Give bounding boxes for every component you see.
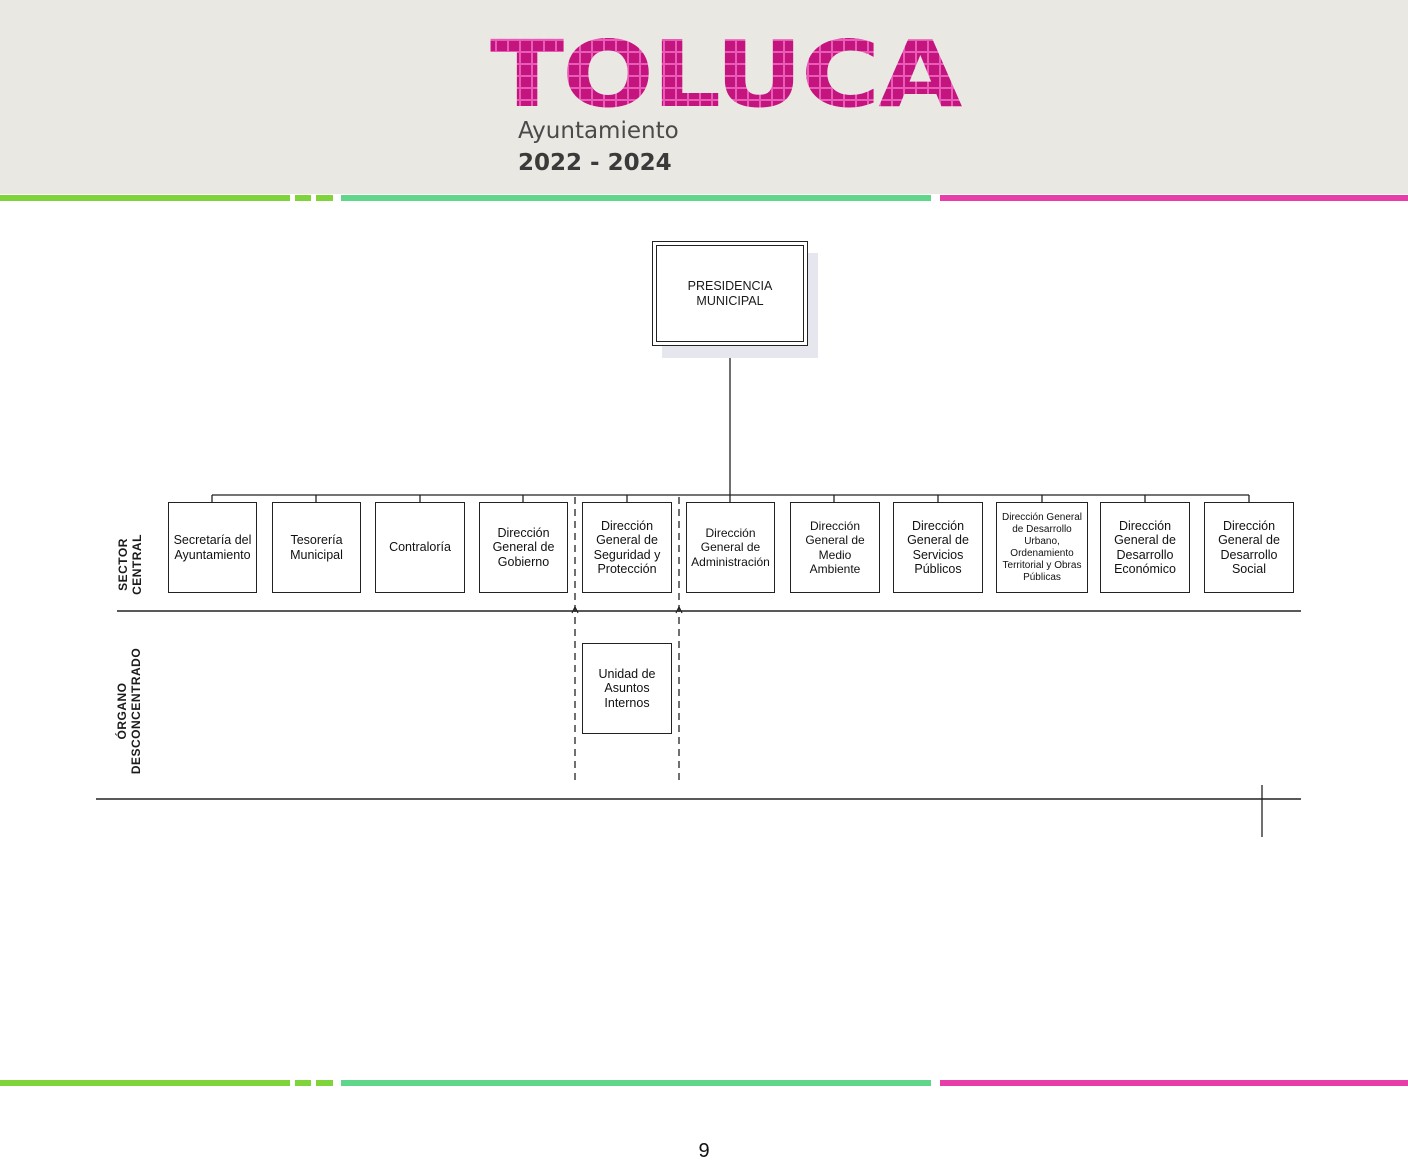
unit-box: Tesorería Municipal xyxy=(272,502,361,593)
unidad-asuntos-internos-box: Unidad de Asuntos Internos xyxy=(582,643,672,734)
header-period: 2022 - 2024 xyxy=(518,150,672,176)
top-stripe-green xyxy=(0,195,290,201)
unit-box: Dirección General de Desarrollo Urbano, … xyxy=(996,502,1088,593)
toluca-logo: TOLUCA xyxy=(490,22,964,114)
unit-box: Dirección General de Administración xyxy=(686,502,775,593)
page-number: 9 xyxy=(698,1140,710,1162)
presidencia-municipal-label: PRESIDENCIA MUNICIPAL xyxy=(656,245,804,342)
unit-box: Dirección General de Desarrollo Económic… xyxy=(1100,502,1190,593)
top-stripe-magenta xyxy=(940,195,1408,201)
bottom-stripe-green xyxy=(0,1080,290,1086)
unit-box: Dirección General de Servicios Públicos xyxy=(893,502,983,593)
unit-box: Dirección General de Medio Ambiente xyxy=(790,502,880,593)
presidencia-municipal-box: PRESIDENCIA MUNICIPAL xyxy=(652,241,808,346)
header-subtitle: Ayuntamiento xyxy=(518,118,679,144)
unit-box: Contraloría xyxy=(375,502,465,593)
unit-box: Secretaría del Ayuntamiento xyxy=(168,502,257,593)
bottom-stripe-teal xyxy=(341,1080,931,1086)
top-stripe-green-dash2 xyxy=(316,195,333,201)
logo-text: TOLUCA xyxy=(490,22,962,114)
organo-desconcentrado-label: ÓRGANO DESCONCENTRADO xyxy=(115,647,143,775)
unit-box: Dirección General de Gobierno xyxy=(479,502,568,593)
bottom-stripe-magenta xyxy=(940,1080,1408,1086)
bottom-stripe-green-dash1 xyxy=(295,1080,311,1086)
unit-box: Dirección General de Seguridad y Protecc… xyxy=(582,502,672,593)
bottom-stripe-green-dash2 xyxy=(316,1080,333,1086)
unit-box: Dirección General de Desarrollo Social xyxy=(1204,502,1294,593)
top-stripe-green-dash1 xyxy=(295,195,311,201)
top-stripe-teal xyxy=(341,195,931,201)
page-header: TOLUCA Ayuntamiento 2022 - 2024 xyxy=(0,0,1408,194)
sector-central-label: SECTOR CENTRAL xyxy=(116,534,144,595)
